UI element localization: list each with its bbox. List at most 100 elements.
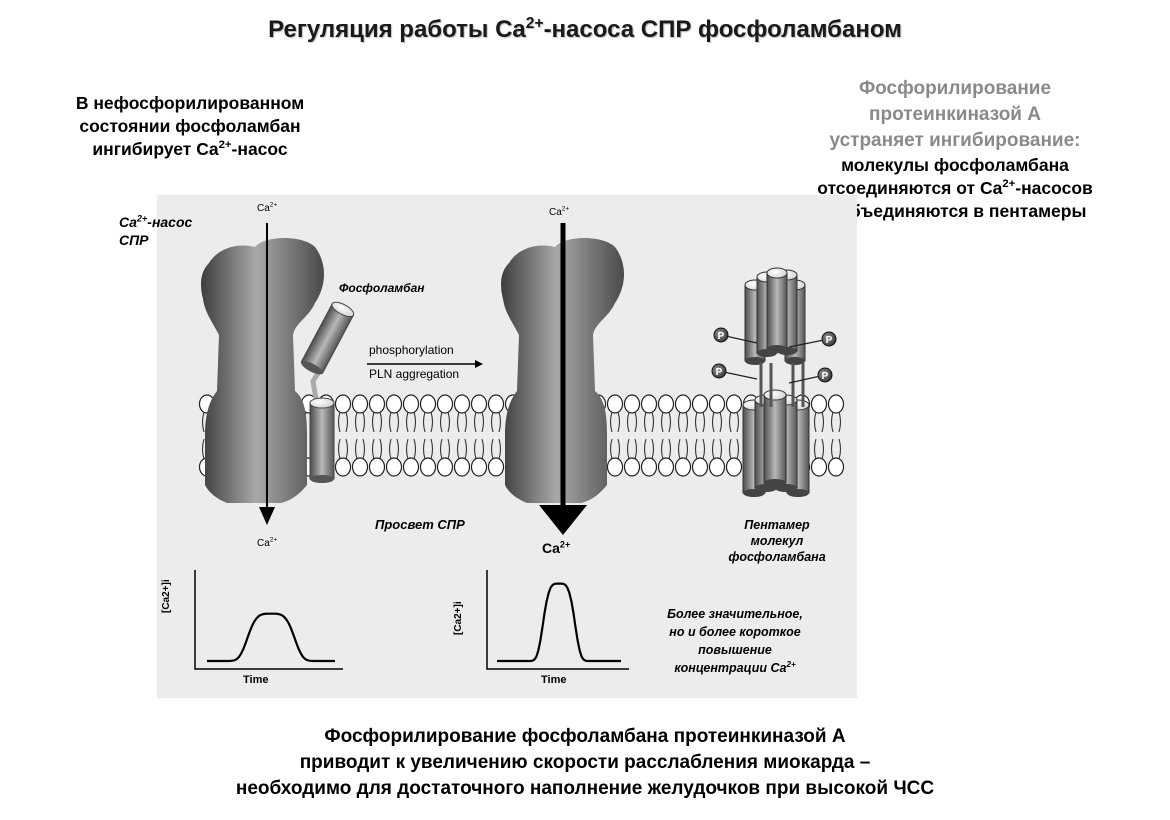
- lipid-tail: [677, 411, 689, 433]
- ca-pump-left: [201, 238, 324, 503]
- ca-transient-plot-right: [486, 570, 629, 670]
- lipid-head: [827, 394, 845, 414]
- lipid-head: [657, 457, 675, 477]
- lipid-tail: [813, 438, 825, 460]
- lipid-tail: [626, 411, 638, 433]
- lumen-label: Просвет СПР: [375, 517, 465, 532]
- ca-label-bottom-left: Ca2+: [257, 536, 278, 549]
- lipid-head: [810, 457, 828, 477]
- lipid-tail: [371, 438, 383, 460]
- left-caption-line: состоянии фосфоламбан: [79, 116, 301, 136]
- lipid-head: [657, 394, 675, 414]
- lipid-head: [691, 394, 709, 414]
- lipid-head: [402, 457, 420, 477]
- lipid-head: [487, 394, 505, 414]
- left-caption-line: ингибирует Ca2+-насос: [92, 139, 288, 159]
- arrow-label-aggregation: PLN aggregation: [369, 367, 460, 381]
- lipid-tail: [439, 411, 451, 433]
- lipid-head: [623, 394, 641, 414]
- lipid-head: [827, 457, 845, 477]
- lipid-head: [470, 457, 488, 477]
- plot-axes-left: [194, 570, 343, 670]
- phosphate-badge: P: [788, 331, 837, 348]
- plot-ylabel-left: [Ca2+]i: [161, 579, 172, 613]
- lipid-head: [606, 457, 624, 477]
- phosphorylation-arrowhead: [475, 360, 483, 368]
- lipid-tail: [405, 438, 417, 460]
- lipid-tail: [337, 411, 349, 433]
- ca-label-top-right: Ca2+: [549, 205, 570, 218]
- lipid-tail: [626, 438, 638, 460]
- lipid-head: [810, 394, 828, 414]
- lipid-head: [453, 394, 471, 414]
- lipid-head: [351, 394, 369, 414]
- phospholamban-pentamer: P P P P: [711, 267, 837, 497]
- lipid-tail: [371, 411, 383, 433]
- ca-transient-curve-left: [207, 612, 335, 663]
- lipid-tail: [388, 438, 400, 460]
- plot-xlabel-right: Time: [541, 674, 567, 686]
- pentamer-helix: [766, 267, 788, 353]
- lipid-tail: [830, 438, 842, 460]
- lipid-head: [419, 457, 437, 477]
- right-caption-grey-line: протеинкиназой А: [869, 104, 1041, 125]
- phosphate-badge: P: [713, 327, 758, 344]
- lipid-tail: [354, 438, 366, 460]
- lipid-tail: [354, 411, 366, 433]
- pentamer-helix: [763, 389, 787, 487]
- ca-pump-label: Ca2+-насос СПР: [119, 213, 193, 248]
- diagram-svg: P P P P: [194, 223, 845, 670]
- lipid-tail: [660, 438, 672, 460]
- lipid-tail: [439, 438, 451, 460]
- slide-title: Регуляция работы Ca2+-насоса СПР фосфола…: [268, 15, 902, 43]
- lipid-tail: [813, 411, 825, 433]
- ca-label-top-left: Ca2+: [257, 201, 278, 214]
- right-caption-line: отсоединяются от Ca2+-насосов: [817, 178, 1093, 198]
- lipid-head: [351, 457, 369, 477]
- phosphate-badge: P: [788, 367, 833, 384]
- lipid-head: [674, 394, 692, 414]
- lipid-head: [674, 457, 692, 477]
- ca-label-bottom-right: Ca2+: [542, 539, 571, 556]
- pentamer-label: Пентамер молекул фосфоламбана: [728, 518, 826, 564]
- lipid-head: [385, 394, 403, 414]
- lipid-tail: [609, 438, 621, 460]
- lipid-head: [470, 394, 488, 414]
- phospholamban-monomer: [300, 301, 355, 483]
- lipid-tail: [643, 411, 655, 433]
- lipid-tail: [694, 438, 706, 460]
- lipid-head: [334, 457, 352, 477]
- lipid-tail: [473, 438, 485, 460]
- lipid-tail: [830, 411, 842, 433]
- right-caption: Фосфорилирование протеинкиназой А устран…: [760, 76, 1150, 223]
- lipid-tail: [490, 438, 502, 460]
- lipid-tail: [405, 411, 417, 433]
- lipid-tail: [660, 411, 672, 433]
- ca-transient-plot-left: [194, 570, 343, 670]
- left-caption: В нефосфорилированном состоянии фосфолам…: [30, 92, 350, 161]
- lipid-tail: [422, 438, 434, 460]
- lipid-tail: [609, 411, 621, 433]
- right-caption-line: молекулы фосфоламбана: [841, 155, 1069, 175]
- right-caption-grey-line: Фосфорилирование: [858, 78, 1052, 99]
- lipid-head: [725, 394, 743, 414]
- lipid-tail: [337, 438, 349, 460]
- lipid-head: [436, 457, 454, 477]
- lipid-tail: [728, 438, 740, 460]
- left-caption-line: В нефосфорилированном: [75, 93, 305, 113]
- lipid-head: [606, 394, 624, 414]
- lipid-head: [623, 457, 641, 477]
- lipid-tail: [694, 411, 706, 433]
- plot-ylabel-right: [Ca2+]i: [453, 601, 464, 635]
- bottom-caption: Фосфорилирование фосфоламбана протеинкин…: [0, 724, 1170, 802]
- lipid-tail: [643, 438, 655, 460]
- lipid-head: [436, 394, 454, 414]
- svg-text:P: P: [716, 367, 723, 378]
- svg-text:P: P: [826, 335, 833, 346]
- lipid-head: [368, 457, 386, 477]
- lipid-tail: [728, 411, 740, 433]
- lipid-head: [368, 394, 386, 414]
- lipid-tail: [388, 411, 400, 433]
- svg-text:P: P: [718, 331, 725, 342]
